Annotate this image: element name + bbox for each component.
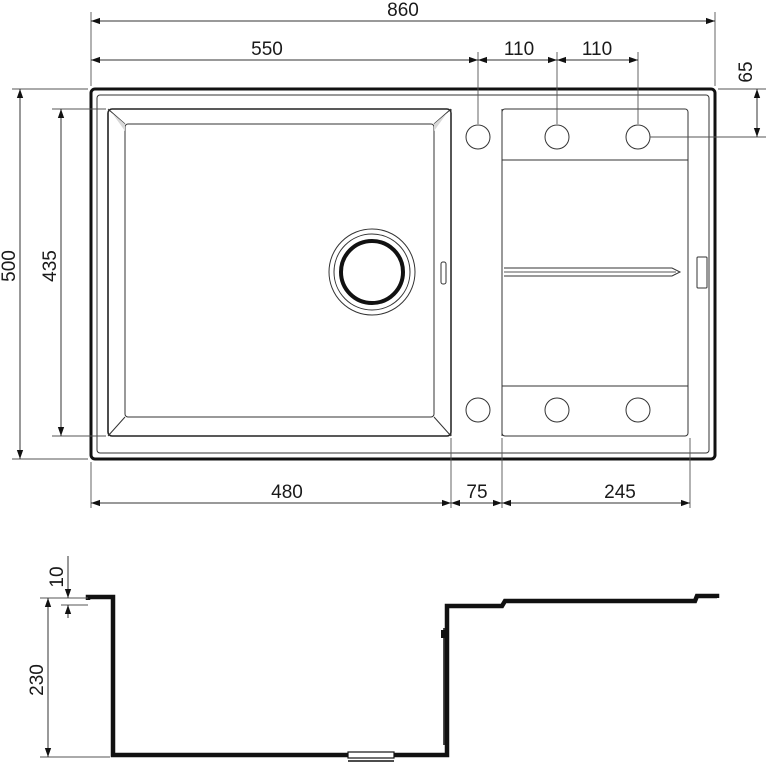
drain-outlet — [347, 751, 395, 759]
overflow-slot — [440, 261, 447, 285]
dim-drainer-width: 245 — [604, 482, 636, 503]
dimension-lines — [16, 17, 761, 507]
dim-rim-thickness: 10 — [47, 566, 68, 587]
tap-hole — [544, 397, 570, 423]
dim-overall-width: 860 — [387, 0, 419, 21]
divider-strip — [450, 109, 503, 436]
tap-hole — [625, 124, 651, 150]
dim-divider-width: 75 — [466, 482, 487, 503]
dim-hole-spacing-1: 110 — [504, 39, 534, 60]
tap-hole — [544, 124, 570, 150]
sink-rim-inner — [96, 94, 710, 454]
section-view: 10 230 — [27, 556, 720, 762]
drainer-area — [501, 108, 708, 437]
tap-holes — [465, 124, 651, 423]
dim-hole-spacing-2: 110 — [582, 39, 612, 60]
tap-hole — [625, 397, 651, 423]
side-slot — [696, 256, 708, 289]
drain — [328, 228, 416, 316]
dim-overall-depth: 500 — [0, 250, 20, 282]
dim-bowl-width-bottom: 480 — [271, 482, 303, 503]
extension-lines — [12, 12, 766, 508]
dim-bowl-height: 230 — [27, 664, 48, 696]
plan-view: 860 550 110 110 65 500 435 480 75 245 — [0, 0, 766, 508]
tap-hole — [465, 124, 491, 150]
tap-hole — [465, 397, 491, 423]
sink-outline — [89, 87, 717, 461]
dim-bowl-width-top: 550 — [251, 39, 283, 60]
dim-hole-offset: 65 — [736, 61, 757, 82]
sink-profile — [85, 593, 720, 758]
bowl — [107, 108, 452, 437]
dim-bowl-depth: 435 — [40, 250, 61, 282]
